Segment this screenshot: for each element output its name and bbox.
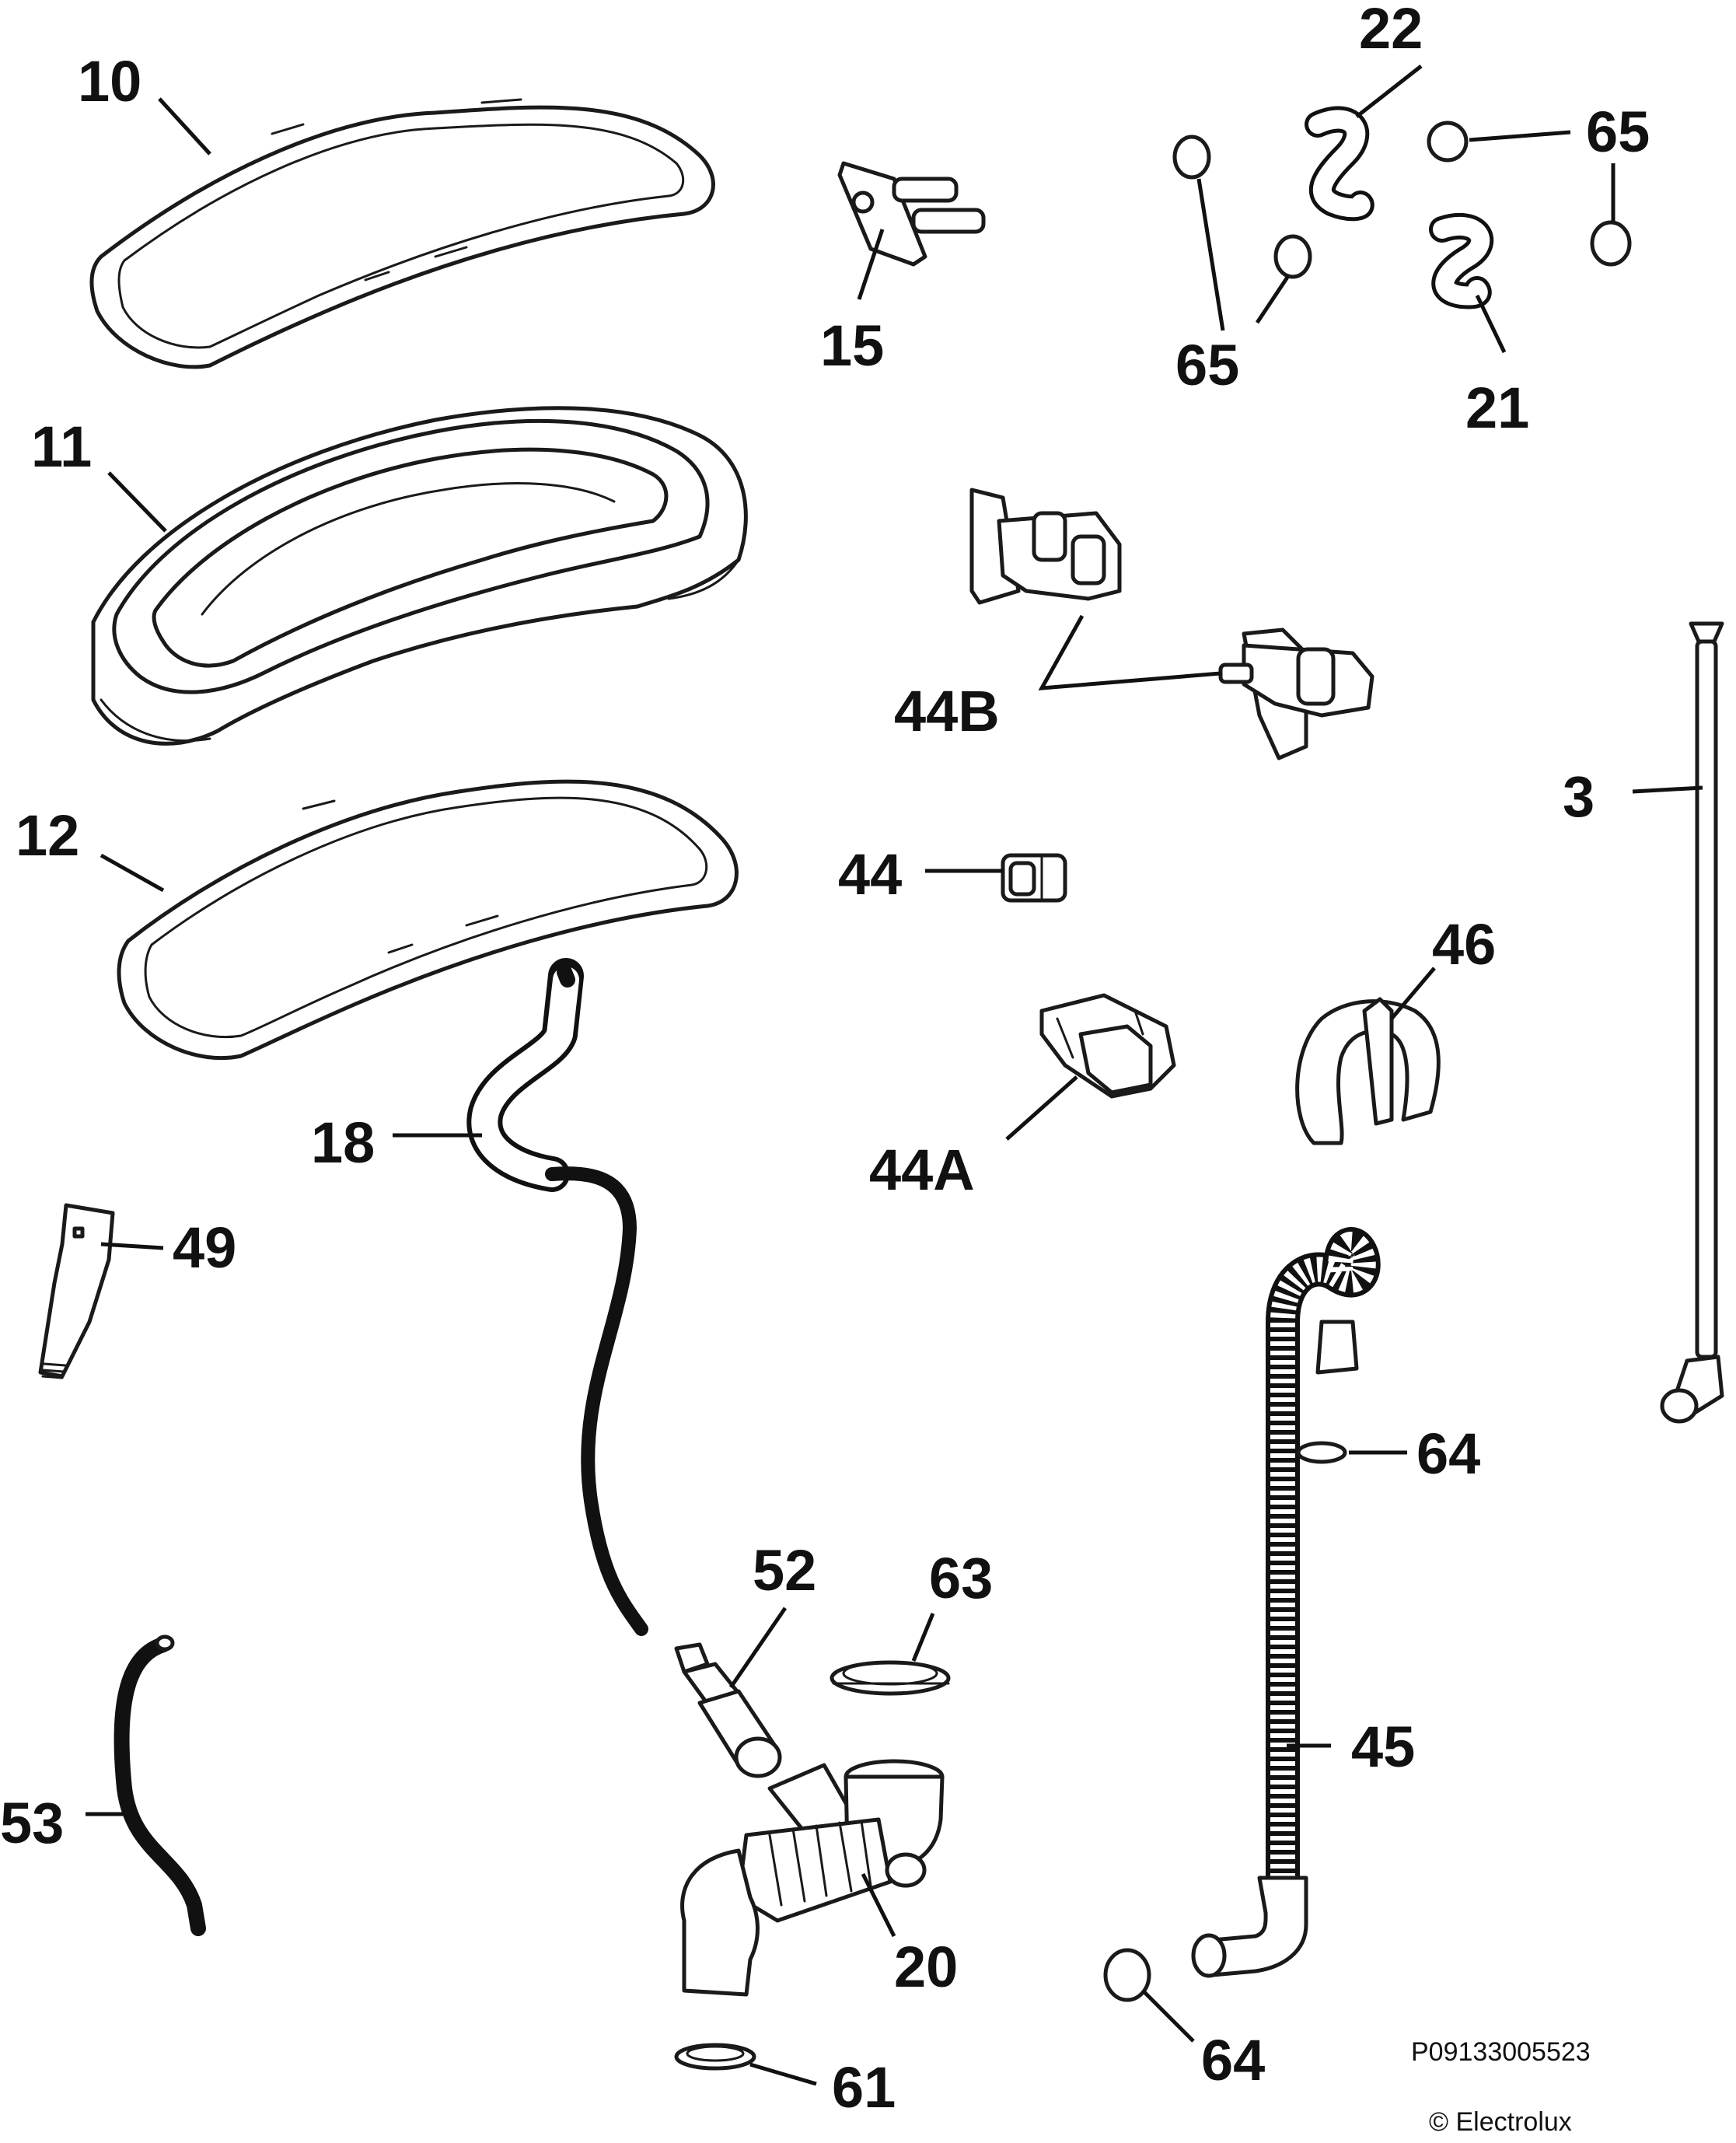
- callout-3: 3: [1563, 764, 1595, 829]
- leader-44A: [1005, 1075, 1078, 1141]
- leader-20: [861, 1872, 896, 1938]
- leader-65-c: [1469, 130, 1571, 142]
- part-46-holder: [1295, 997, 1441, 1145]
- part-11-door-seal: [91, 406, 748, 746]
- part-64-clamps: [1103, 1441, 1347, 2002]
- part-22-hose: [1305, 106, 1374, 222]
- part-21-hose: [1429, 213, 1494, 309]
- callout-53: 53: [0, 1791, 64, 1855]
- callout-49: 49: [173, 1215, 236, 1280]
- part-10-gasket: [89, 98, 715, 369]
- diagram-reference-number: P09133005523: [1411, 2037, 1591, 2067]
- leader-10: [158, 97, 211, 156]
- callout-65-lower: 65: [1175, 333, 1239, 397]
- part-53-hose: [114, 1634, 206, 1936]
- part-44-clip: [1001, 853, 1067, 903]
- callout-64-lower: 64: [1201, 2028, 1265, 2092]
- callout-11: 11: [31, 414, 92, 479]
- part-18-hose: [466, 958, 648, 1636]
- part-52-connector: [674, 1642, 782, 1778]
- callout-65-right: 65: [1586, 100, 1650, 164]
- callout-21: 21: [1465, 376, 1529, 440]
- part-15-valve: [837, 161, 986, 267]
- leader-63: [911, 1613, 935, 1662]
- callout-18: 18: [311, 1110, 375, 1175]
- leader-3: [1632, 785, 1703, 794]
- leader-21: [1475, 294, 1507, 354]
- part-63-clamp: [830, 1660, 951, 1696]
- callout-63: 63: [929, 1546, 993, 1610]
- callout-64-upper: 64: [1416, 1421, 1480, 1486]
- leader-65-a: [1196, 178, 1225, 331]
- part-49-brush: [38, 1203, 115, 1379]
- part-20-sump-hose: [680, 1759, 945, 1997]
- leader-65-b: [1255, 274, 1291, 324]
- leader-49: [100, 1242, 164, 1250]
- leader-12: [100, 853, 165, 893]
- leader-44B: [1038, 614, 1221, 690]
- callout-22: 22: [1359, 0, 1423, 61]
- callout-44B: 44B: [894, 679, 1000, 743]
- part-44A-bracket: [1039, 993, 1176, 1099]
- part-44B-brackets: [969, 488, 1374, 760]
- part-61-clamp: [674, 2043, 756, 2071]
- callout-10: 10: [78, 49, 141, 114]
- part-65-clamps: [1172, 121, 1632, 279]
- callout-46: 46: [1432, 912, 1496, 977]
- callout-61: 61: [832, 2055, 896, 2120]
- leader-46: [1390, 967, 1436, 1020]
- leader-64-b: [1141, 1989, 1195, 2043]
- leader-15: [857, 229, 885, 300]
- callout-20: 20: [894, 1935, 958, 1999]
- leader-22: [1355, 65, 1423, 118]
- callout-45: 45: [1351, 1715, 1415, 1779]
- leader-61: [749, 2062, 817, 2086]
- copyright-notice: © Electrolux: [1429, 2107, 1572, 2137]
- part-45-drain-hose: [1191, 1227, 1381, 1978]
- callout-44A: 44A: [869, 1138, 975, 1202]
- callout-15: 15: [820, 313, 884, 378]
- part-12-gasket: [117, 779, 739, 1061]
- callout-52: 52: [753, 1538, 816, 1603]
- callout-12: 12: [16, 803, 79, 868]
- leader-11: [107, 471, 167, 533]
- callout-44: 44: [838, 842, 902, 907]
- leader-52: [728, 1606, 788, 1689]
- part-3-rod: [1660, 621, 1724, 1424]
